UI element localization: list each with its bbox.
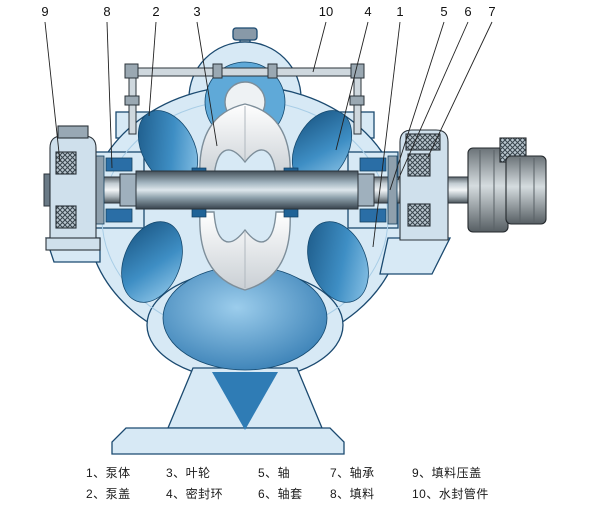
- leader-line-4: [335, 21, 369, 151]
- callout-1: 1: [396, 4, 403, 19]
- coupling-motor-half: [505, 155, 547, 225]
- left-bearing-upper: [55, 151, 77, 175]
- vent-cap: [232, 27, 258, 41]
- legend-item-shaft-sleeve: 6、轴套: [258, 487, 303, 501]
- leader-line-8: [106, 21, 113, 169]
- seal-pipe-valve-right: [349, 95, 365, 106]
- legend-item-impeller: 3、叶轮: [166, 466, 211, 480]
- legend-item-packing: 8、填料: [330, 487, 375, 501]
- sleeve-nut-right: [357, 173, 375, 207]
- leader-lines: [44, 21, 493, 248]
- water-passages: [121, 61, 369, 430]
- right-bearing-upper: [407, 153, 431, 177]
- lower-left-volute: [121, 221, 183, 303]
- parts-legend: 1、泵体 3、叶轮 5、轴 7、轴承 9、填料压盖 2、泵盖 4、密封环 6、轴…: [86, 464, 522, 503]
- callout-5: 5: [440, 4, 447, 19]
- right-bearing-lower: [407, 203, 431, 227]
- callout-3: 3: [193, 4, 200, 19]
- left-bearing-lower: [55, 205, 77, 229]
- seal-pipe-valve-left: [124, 95, 140, 106]
- left-bearing-cap: [57, 125, 89, 139]
- callout-4: 4: [364, 4, 371, 19]
- water-seal-piping: [124, 63, 365, 135]
- seal-pipe-right-elbow: [350, 63, 365, 79]
- packing-glands: [94, 155, 398, 225]
- gland-follower-right: [387, 155, 398, 225]
- seal-pipe-union-right: [267, 63, 278, 79]
- leader-line-2: [148, 21, 157, 117]
- callout-10: 10: [319, 4, 333, 19]
- leader-line-7: [427, 21, 493, 158]
- legend-item-pump-cover: 2、泵盖: [86, 487, 131, 501]
- callout-7: 7: [488, 4, 495, 19]
- callout-6: 6: [464, 4, 471, 19]
- shaft-sleeve: [135, 170, 359, 210]
- base-slab: [111, 427, 345, 455]
- leader-line-5: [389, 21, 445, 191]
- legend-item-pump-body: 1、泵体: [86, 466, 131, 480]
- legend-item-shaft: 5、轴: [258, 466, 291, 480]
- right-bearing-cap: [405, 133, 441, 151]
- callout-9: 9: [41, 4, 48, 19]
- right-bearing-assembly: [399, 129, 449, 241]
- left-bearing-foot: [45, 237, 101, 251]
- coupling: [467, 137, 547, 233]
- seal-pipe-union-left: [212, 63, 223, 79]
- packing-right-upper: [359, 157, 387, 172]
- pedestal-passage: [212, 372, 278, 430]
- legend-item-seal-ring: 4、密封环: [166, 487, 224, 501]
- impeller: [199, 81, 291, 291]
- leader-line-9: [44, 21, 61, 163]
- lower-right-volute: [307, 221, 369, 303]
- packing-left-lower: [105, 208, 133, 223]
- seal-pipe-horizontal: [127, 67, 363, 77]
- seal-pipe-left-elbow: [124, 63, 139, 79]
- leader-line-3: [196, 21, 218, 147]
- packing-left-upper: [105, 157, 133, 172]
- left-bearing-assembly: [45, 125, 101, 251]
- legend-item-seal-piping: 10、水封管件: [412, 487, 489, 501]
- packing-right-lower: [359, 208, 387, 223]
- leader-line-1: [372, 21, 401, 248]
- callout-numbers: 9 8 2 3 10 4 1 5 6 7: [41, 4, 495, 19]
- callout-2: 2: [152, 4, 159, 19]
- leader-line-10: [312, 21, 327, 73]
- callout-8: 8: [103, 4, 110, 19]
- leader-line-6: [397, 21, 469, 181]
- legend-item-bearing: 7、轴承: [330, 466, 375, 480]
- right-bearing-bracket: [379, 237, 452, 275]
- legend-item-gland: 9、填料压盖: [412, 466, 482, 480]
- sleeve-nut-left: [119, 173, 137, 207]
